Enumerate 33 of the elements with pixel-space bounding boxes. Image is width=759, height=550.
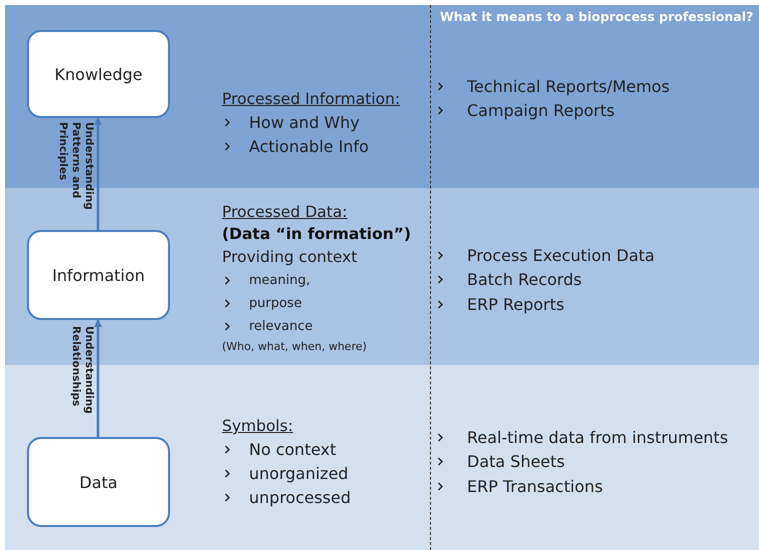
bullet-text: Technical Reports/Memos <box>467 76 670 96</box>
section-heading: Processed Data: <box>222 202 348 223</box>
node-label: Data <box>79 472 118 492</box>
label-text: (Data “in formation”) <box>222 224 411 245</box>
bullet-text: ERP Reports <box>467 294 564 314</box>
edge-label: Understanding Relationships <box>69 326 95 416</box>
bullet-text: How and Why <box>249 112 360 132</box>
process-box <box>27 30 170 118</box>
bullet-text: ERP Transactions <box>467 476 603 496</box>
bullet-text: unorganized <box>249 464 348 482</box>
bullet-text: Real-time data from instruments <box>467 428 728 447</box>
bullet-text: relevance <box>249 319 313 334</box>
label-text: Providing context <box>222 247 358 268</box>
bullet-text: Data Sheets <box>467 452 565 472</box>
section-heading: Symbols: <box>222 416 294 437</box>
bullet-text: meaning, <box>249 273 310 288</box>
node-label: Information <box>52 266 145 284</box>
bullet-text: No context <box>249 440 336 458</box>
arrow <box>94 117 102 230</box>
column-heading: What it means to a bioprocess professional? <box>440 9 754 24</box>
arrow <box>94 319 102 437</box>
note-text: (Who, what, when, where) <box>222 339 368 355</box>
node-label: Knowledge <box>54 64 142 84</box>
bullet-text: Batch Records <box>467 270 582 290</box>
process-box <box>27 437 170 527</box>
bullet-text: purpose <box>249 296 302 311</box>
section-heading: Processed Information: <box>222 89 400 110</box>
bullet-text: Process Execution Data <box>467 246 655 265</box>
bullet-text: Campaign Reports <box>467 101 615 120</box>
process-box <box>27 230 170 320</box>
bullet-text: unprocessed <box>249 488 351 506</box>
bullet-text: Actionable Info <box>249 136 369 156</box>
edge-label: Understanding Patterns and Principles <box>56 122 95 212</box>
